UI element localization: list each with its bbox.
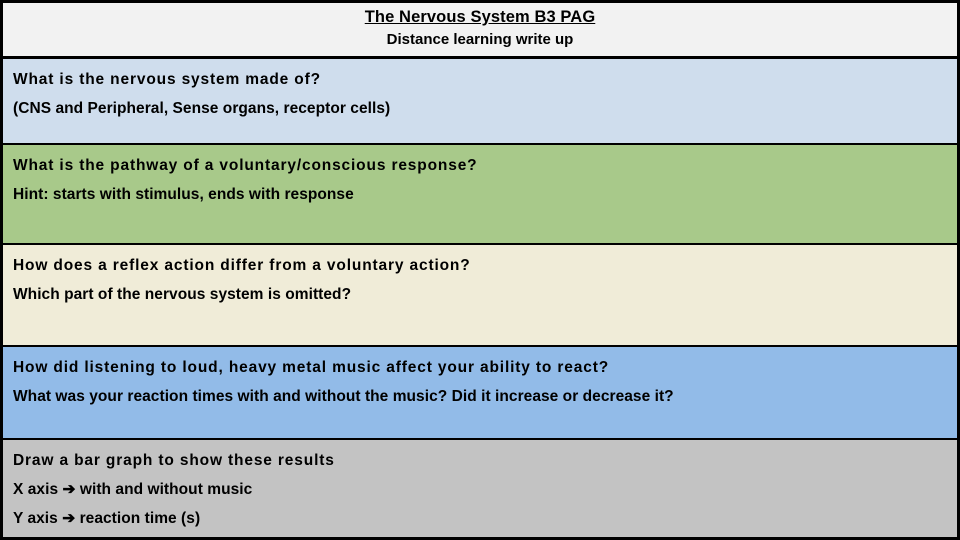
page-title: The Nervous System B3 PAG [364,8,596,26]
x-axis-line: X axis ➔ with and without music [13,481,253,498]
task-line: Draw a bar graph to show these results [13,452,335,469]
question-line: How does a reflex action differ from a v… [13,257,471,274]
question-line: What is the pathway of a voluntary/consc… [13,157,478,174]
question-row-nervous-system-made-of: What is the nervous system made of? (CNS… [3,59,957,145]
question-hint-line: (CNS and Peripheral, Sense organs, recep… [13,100,391,117]
y-axis-line: Y axis ➔ reaction time (s) [13,510,201,527]
question-hint-line: What was your reaction times with and wi… [13,388,674,405]
question-row-bar-graph-task: Draw a bar graph to show these results X… [3,440,957,537]
question-row-voluntary-response-pathway: What is the pathway of a voluntary/consc… [3,145,957,245]
question-hint-line: Hint: starts with stimulus, ends with re… [13,186,354,203]
question-row-reflex-vs-voluntary: How does a reflex action differ from a v… [3,245,957,347]
page-header: The Nervous System B3 PAG Distance learn… [3,3,957,59]
question-line: What is the nervous system made of? [13,71,321,88]
question-hint-line: Which part of the nervous system is omit… [13,286,352,303]
question-line: How did listening to loud, heavy metal m… [13,359,610,376]
page-subtitle: Distance learning write up [386,31,574,48]
question-row-loud-music-reaction: How did listening to loud, heavy metal m… [3,347,957,440]
